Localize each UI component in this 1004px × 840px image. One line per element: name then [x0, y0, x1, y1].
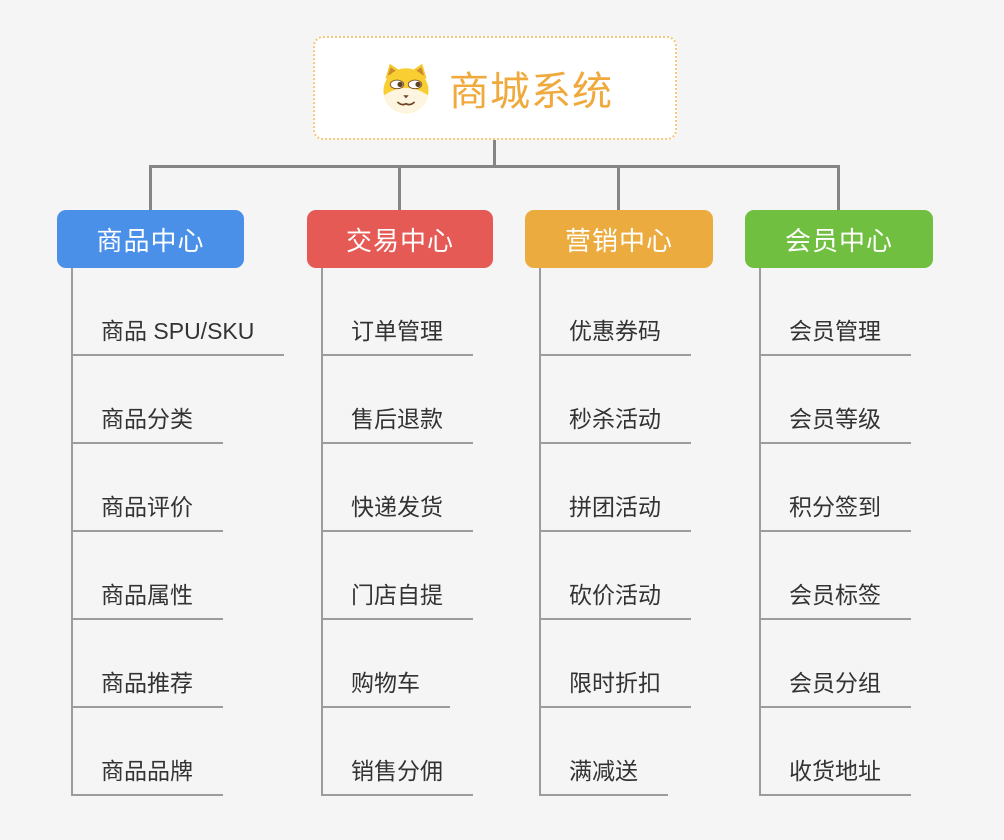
- leaf-list: 会员管理 会员等级 积分签到 会员标签 会员分组 收货地址: [759, 268, 933, 796]
- leaf-item[interactable]: 商品 SPU/SKU: [73, 312, 285, 356]
- leaf-item[interactable]: 会员等级: [761, 400, 911, 444]
- connector-stub-branch-1: [398, 166, 401, 211]
- leaf-item[interactable]: 积分签到: [761, 488, 911, 532]
- branch-column-trade: 交易中心 订单管理 售后退款 快递发货 门店自提 购物车 销售分佣: [307, 210, 493, 796]
- connector-root-vertical: [493, 139, 496, 167]
- branch-column-members: 会员中心 会员管理 会员等级 积分签到 会员标签 会员分组 收货地址: [745, 210, 933, 796]
- leaf-item[interactable]: 秒杀活动: [541, 400, 691, 444]
- leaf-item[interactable]: 商品推荐: [73, 664, 223, 708]
- leaf-item[interactable]: 收货地址: [761, 752, 911, 796]
- branch-column-marketing: 营销中心 优惠券码 秒杀活动 拼团活动 砍价活动 限时折扣 满减送: [525, 210, 713, 796]
- branch-node-trade[interactable]: 交易中心: [307, 210, 493, 268]
- leaf-item[interactable]: 商品品牌: [73, 752, 223, 796]
- leaf-item[interactable]: 订单管理: [323, 312, 473, 356]
- leaf-item[interactable]: 商品评价: [73, 488, 223, 532]
- leaf-item[interactable]: 砍价活动: [541, 576, 691, 620]
- leaf-item[interactable]: 满减送: [541, 752, 668, 796]
- leaf-item[interactable]: 商品分类: [73, 400, 223, 444]
- branch-column-products: 商品中心 商品 SPU/SKU 商品分类 商品评价 商品属性 商品推荐 商品品牌: [57, 210, 285, 796]
- connector-stub-branch-2: [617, 166, 620, 211]
- leaf-list: 商品 SPU/SKU 商品分类 商品评价 商品属性 商品推荐 商品品牌: [71, 268, 285, 796]
- leaf-item[interactable]: 门店自提: [323, 576, 473, 620]
- connector-horizontal-rail: [149, 165, 840, 168]
- root-title: 商城系统: [449, 70, 613, 114]
- branch-node-marketing[interactable]: 营销中心: [525, 210, 713, 268]
- branch-node-products[interactable]: 商品中心: [57, 210, 244, 268]
- root-node[interactable]: 商城系统: [313, 36, 677, 140]
- branch-node-members[interactable]: 会员中心: [745, 210, 933, 268]
- leaf-list: 优惠券码 秒杀活动 拼团活动 砍价活动 限时折扣 满减送: [539, 268, 713, 796]
- leaf-item[interactable]: 限时折扣: [541, 664, 691, 708]
- leaf-item[interactable]: 售后退款: [323, 400, 473, 444]
- leaf-item[interactable]: 销售分佣: [323, 752, 473, 796]
- leaf-item[interactable]: 商品属性: [73, 576, 223, 620]
- leaf-item[interactable]: 购物车: [323, 664, 450, 708]
- leaf-item[interactable]: 优惠券码: [541, 312, 691, 356]
- connector-stub-branch-0: [149, 166, 152, 211]
- leaf-item[interactable]: 会员分组: [761, 664, 911, 708]
- shiba-dog-icon: [377, 61, 435, 115]
- leaf-item[interactable]: 快递发货: [323, 488, 473, 532]
- leaf-item[interactable]: 拼团活动: [541, 488, 691, 532]
- connector-stub-branch-3: [837, 166, 840, 211]
- leaf-item[interactable]: 会员标签: [761, 576, 911, 620]
- leaf-list: 订单管理 售后退款 快递发货 门店自提 购物车 销售分佣: [321, 268, 493, 796]
- leaf-item[interactable]: 会员管理: [761, 312, 911, 356]
